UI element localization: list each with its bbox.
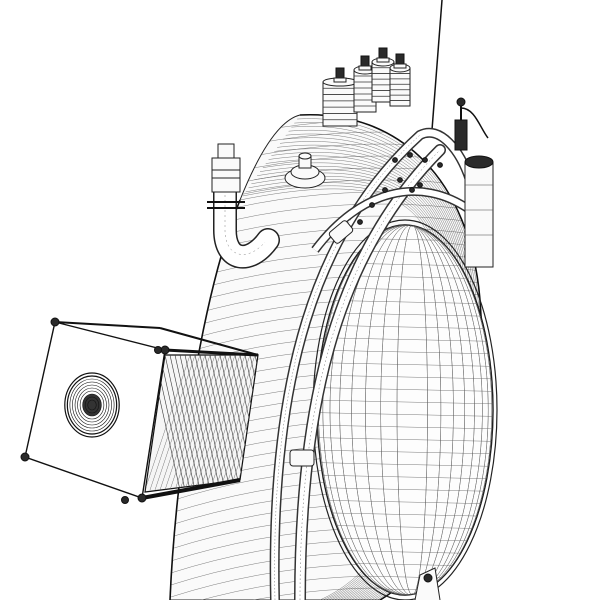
side-panel: [20, 317, 259, 504]
top-capacitors: [322, 47, 411, 127]
top-valve: [284, 152, 326, 189]
exhaust-pipe: [207, 143, 280, 269]
side-canister: [454, 97, 494, 268]
antenna: [431, 0, 443, 131]
conduit-pipes: [269, 127, 475, 600]
lens-eye: [64, 372, 120, 438]
bottom-bracket: [414, 567, 441, 600]
